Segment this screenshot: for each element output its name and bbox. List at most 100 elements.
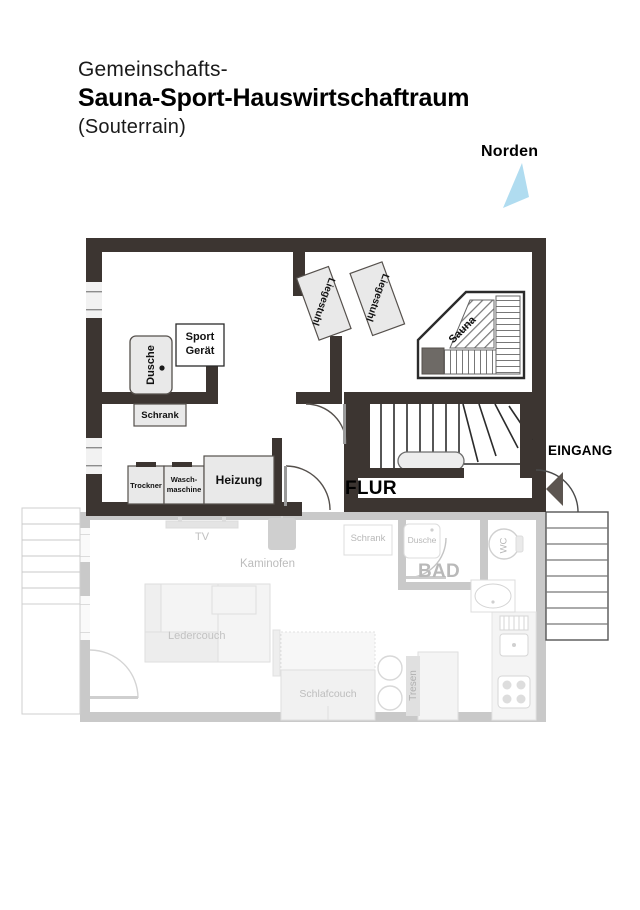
label-sauna: Sauna <box>447 314 479 346</box>
window-mullion <box>86 291 102 293</box>
gf-window-mullion <box>80 556 90 557</box>
window-west-1 <box>86 282 102 318</box>
schrank-box <box>133 403 187 427</box>
gf-wall-right <box>536 512 546 720</box>
gf-tresen-body <box>417 651 459 721</box>
exterior-stair-left <box>21 507 81 715</box>
dusche-tray <box>129 335 173 395</box>
title-line-3: (Souterrain) <box>78 116 186 139</box>
basement-layer <box>86 238 579 516</box>
wall-south-east <box>344 498 546 512</box>
gf-bad-wall-bottom <box>398 582 488 590</box>
room-label-flur: FLUR <box>345 478 397 499</box>
gf-stool-1 <box>377 655 403 681</box>
compass: Norden <box>481 143 539 208</box>
gf-label-tresen: Tresen <box>407 669 419 701</box>
gf-window-left-1 <box>80 528 90 562</box>
gf-stool-2 <box>377 685 403 711</box>
compass-label: Norden <box>481 143 539 160</box>
north-arrow-icon <box>503 163 529 208</box>
label-liegestuhl-2: Liegestuhl <box>363 271 391 323</box>
gf-wall-top <box>80 512 546 520</box>
trockner-box <box>127 465 165 505</box>
gf-label-schlafcouch: Schlafcouch <box>299 688 357 700</box>
gf-tresen-strip <box>406 656 420 716</box>
gf-label-wc: WC <box>498 537 510 553</box>
entrance-door-leaf <box>546 472 563 506</box>
title-line-2: Sauna-Sport-Hauswirtschaftraum <box>78 84 470 113</box>
label-dusche-sauna: Dusche <box>145 345 157 385</box>
gf-schlafcouch <box>272 629 376 721</box>
page-title: Gemeinschafts- Sauna-Sport-Hauswirtschaf… <box>78 58 469 139</box>
sauna-cabin <box>416 290 526 380</box>
gf-label-ledercouch: Ledercouch <box>168 630 226 642</box>
gf-sink-basin <box>474 583 512 609</box>
gf-window-mullion <box>80 604 90 605</box>
room-label-bad: BAD <box>418 561 461 582</box>
gf-door-leaf-terrace <box>90 696 138 699</box>
gf-schrank-box <box>343 524 393 556</box>
gf-label-kaminofen: Kaminofen <box>240 558 295 570</box>
gf-wc-cistern <box>515 535 524 553</box>
gf-window-left-2 <box>80 596 90 640</box>
window-mullion <box>86 465 102 467</box>
exterior-stair-right <box>545 511 609 641</box>
partition-flur-left <box>344 392 358 502</box>
door-leaf-lower <box>284 466 287 506</box>
heizung-box <box>203 455 275 505</box>
gf-ledercouch <box>144 583 271 663</box>
trockner-top <box>136 462 156 467</box>
window-west-2 <box>86 438 102 474</box>
label-schrank-upper: Schrank <box>141 409 179 421</box>
gf-coffee-table <box>211 585 257 615</box>
gf-bad-door-leaf <box>406 576 446 579</box>
gf-label-tv: TV <box>194 531 210 543</box>
groundfloor-layer <box>21 507 609 722</box>
partition-heizung-right <box>272 438 282 504</box>
waschmaschine-line-1: Wasch- <box>170 475 198 485</box>
sport-geraet-line-2: Gerät <box>185 345 215 357</box>
door-leaf-upper <box>343 404 346 444</box>
wall-west <box>86 238 102 516</box>
sport-geraet-box <box>175 323 225 367</box>
gf-kitchen <box>491 611 537 721</box>
gf-bad-wall-right <box>480 520 488 590</box>
entrance-door-swing <box>535 469 579 513</box>
gf-kaminofen-body <box>268 518 296 550</box>
gf-bad-wall-left <box>398 520 406 590</box>
label-trockner: Trockner <box>130 480 162 490</box>
label-heizung: Heizung <box>215 473 263 487</box>
gf-tv <box>165 517 239 529</box>
window-mullion <box>86 447 102 449</box>
gf-dusche-drain <box>430 528 434 532</box>
waschmaschine-line-2: maschine <box>166 485 202 494</box>
sport-geraet-line-1: Sport <box>185 331 215 344</box>
partition-dusche-bottom <box>102 392 218 404</box>
gf-sink-drain <box>491 600 495 604</box>
title-line-1: Gemeinschafts- <box>78 58 228 81</box>
wall-south-west <box>86 502 302 516</box>
gf-dusche-box <box>403 523 441 559</box>
gf-label-schrank: Schrank <box>350 533 386 544</box>
partition-sport-right <box>330 336 342 404</box>
wall-east <box>532 238 546 498</box>
label-sport-geraet: Sport Gerät <box>176 324 224 366</box>
dusche-drain <box>159 365 165 371</box>
gf-window-mullion <box>80 534 90 535</box>
waschmaschine-top <box>172 462 192 467</box>
room-label-eingang: EINGANG <box>548 443 613 458</box>
liegestuhl-1-box <box>295 265 352 341</box>
interior-stair <box>358 392 533 478</box>
door-swing-lower <box>285 465 331 511</box>
window-mullion <box>86 309 102 311</box>
gf-door-swing-terrace <box>89 649 139 699</box>
entrance-door <box>535 469 579 513</box>
label-liegestuhl-1: Liegestuhl <box>309 275 337 327</box>
liegestuhl-2-box <box>349 261 406 337</box>
gf-window-mullion <box>80 632 90 633</box>
wall-north <box>86 238 546 252</box>
door-swing-upper <box>305 403 347 445</box>
label-waschmaschine: Wasch- maschine <box>164 466 204 504</box>
